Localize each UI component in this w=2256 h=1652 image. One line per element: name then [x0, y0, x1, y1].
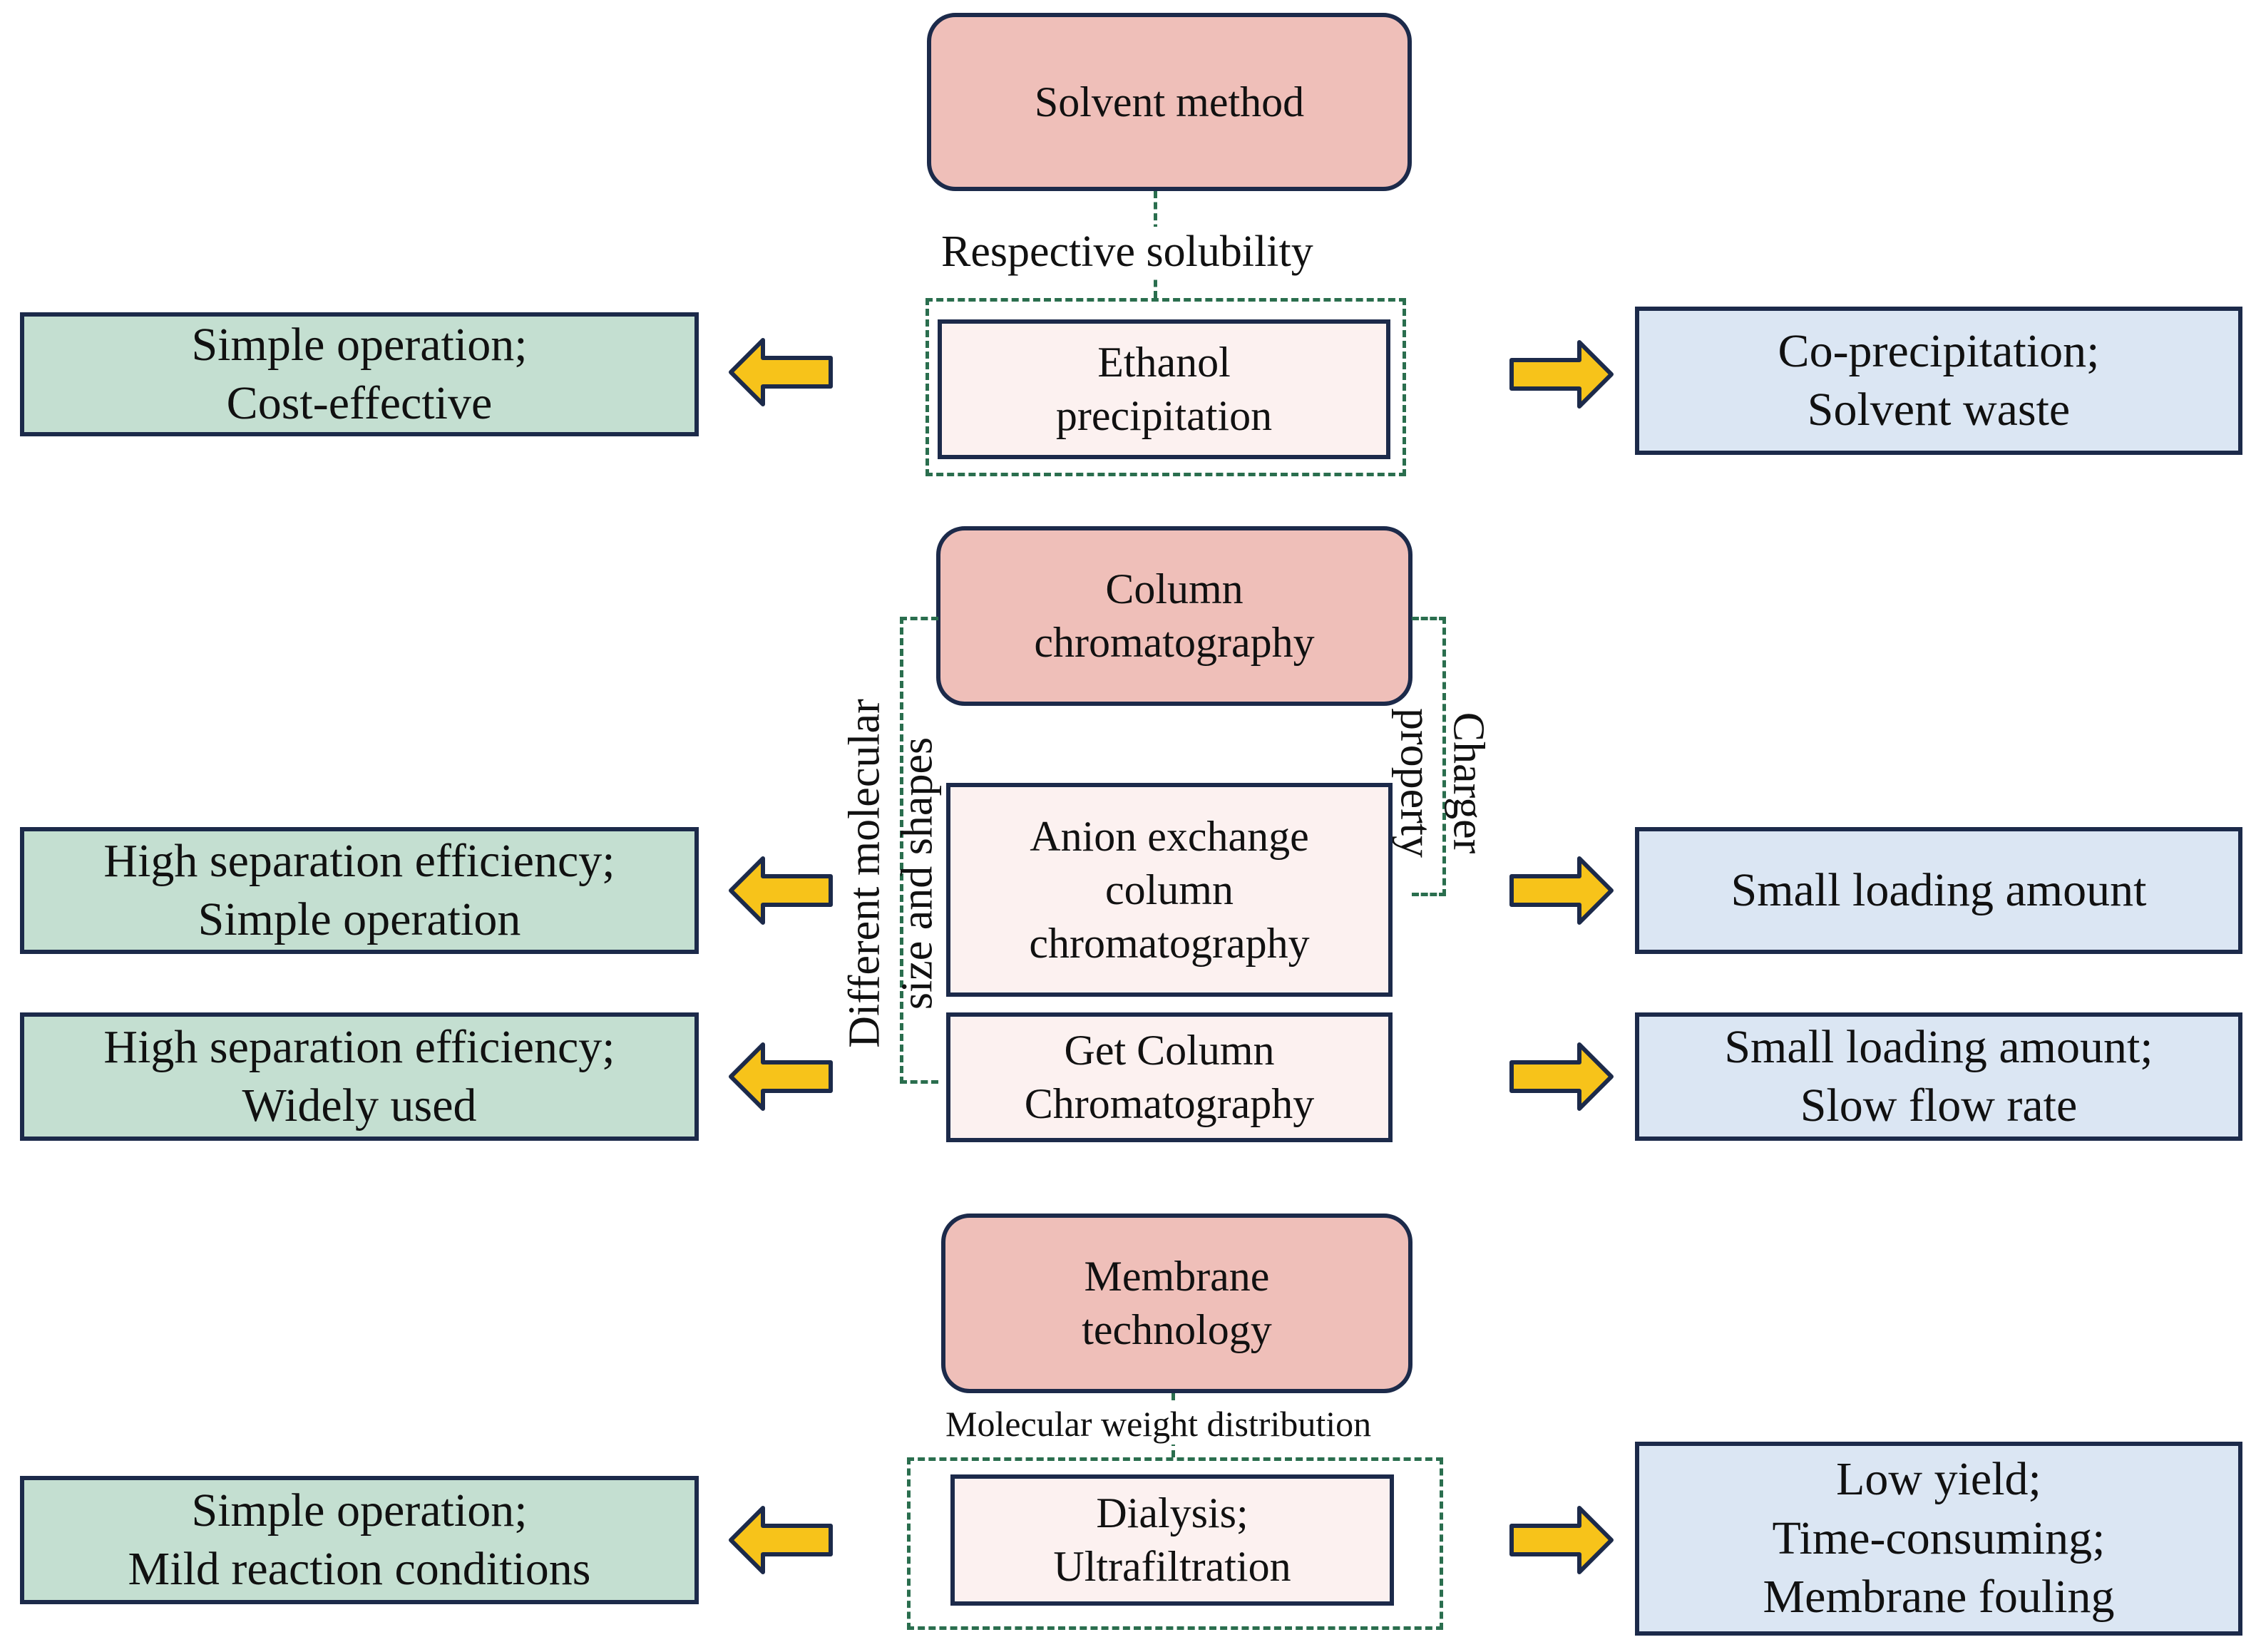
ethanol-precipitation-node: Ethanol precipitation — [938, 319, 1390, 459]
left-arrow-icon — [729, 1042, 833, 1111]
right-arrow-icon — [1509, 1042, 1614, 1111]
solvent-method-label: Solvent method — [1034, 78, 1305, 125]
ethanol-advantages-box: Simple operation; Cost-effective — [20, 312, 699, 436]
anion-exchange-node: Anion exchange column chromatography — [946, 783, 1393, 997]
get-column-advantages-box: High separation efficiency; Widely used — [20, 1012, 699, 1141]
respective-solubility-label: Respective solubility — [934, 227, 1321, 277]
left-arrow-icon — [729, 856, 833, 925]
right-arrow-icon — [1509, 1506, 1614, 1574]
solvent-method-node: Solvent method — [927, 13, 1412, 191]
get-column-chromatography-node: Get Column Chromatography — [946, 1012, 1393, 1142]
right-arrow-icon — [1509, 340, 1614, 409]
molecular-size-shapes-label: Different molecular size and shapes — [840, 699, 942, 1048]
membrane-technology-node: Membrane technology — [941, 1214, 1412, 1393]
right-arrow-icon — [1509, 856, 1614, 925]
ethanol-disadvantages-box: Co-precipitation; Solvent waste — [1635, 307, 2242, 455]
dialysis-ultrafiltration-node: Dialysis; Ultrafiltration — [950, 1474, 1394, 1606]
get-column-disadvantages-box: Small loading amount; Slow flow rate — [1635, 1012, 2242, 1141]
membrane-disadvantages-box: Low yield; Time-consuming; Membrane foul… — [1635, 1442, 2242, 1636]
column-chromatography-node: Column chromatography — [936, 526, 1412, 706]
charger-property-label: Charger property — [1391, 707, 1493, 858]
molecular-size-bracket — [900, 617, 938, 1084]
left-arrow-icon — [729, 1506, 833, 1574]
anion-exchange-advantages-box: High separation efficiency; Simple opera… — [20, 827, 699, 954]
ethanol-group-outline — [926, 298, 1406, 476]
membrane-advantages-box: Simple operation; Mild reaction conditio… — [20, 1476, 699, 1604]
membrane-group-outline — [907, 1457, 1443, 1630]
molecular-weight-distribution-label: Molecular weight distribution — [938, 1403, 1379, 1445]
charge-property-bracket — [1412, 617, 1446, 896]
anion-exchange-disadvantages-box: Small loading amount — [1635, 827, 2242, 954]
left-arrow-icon — [729, 338, 833, 406]
